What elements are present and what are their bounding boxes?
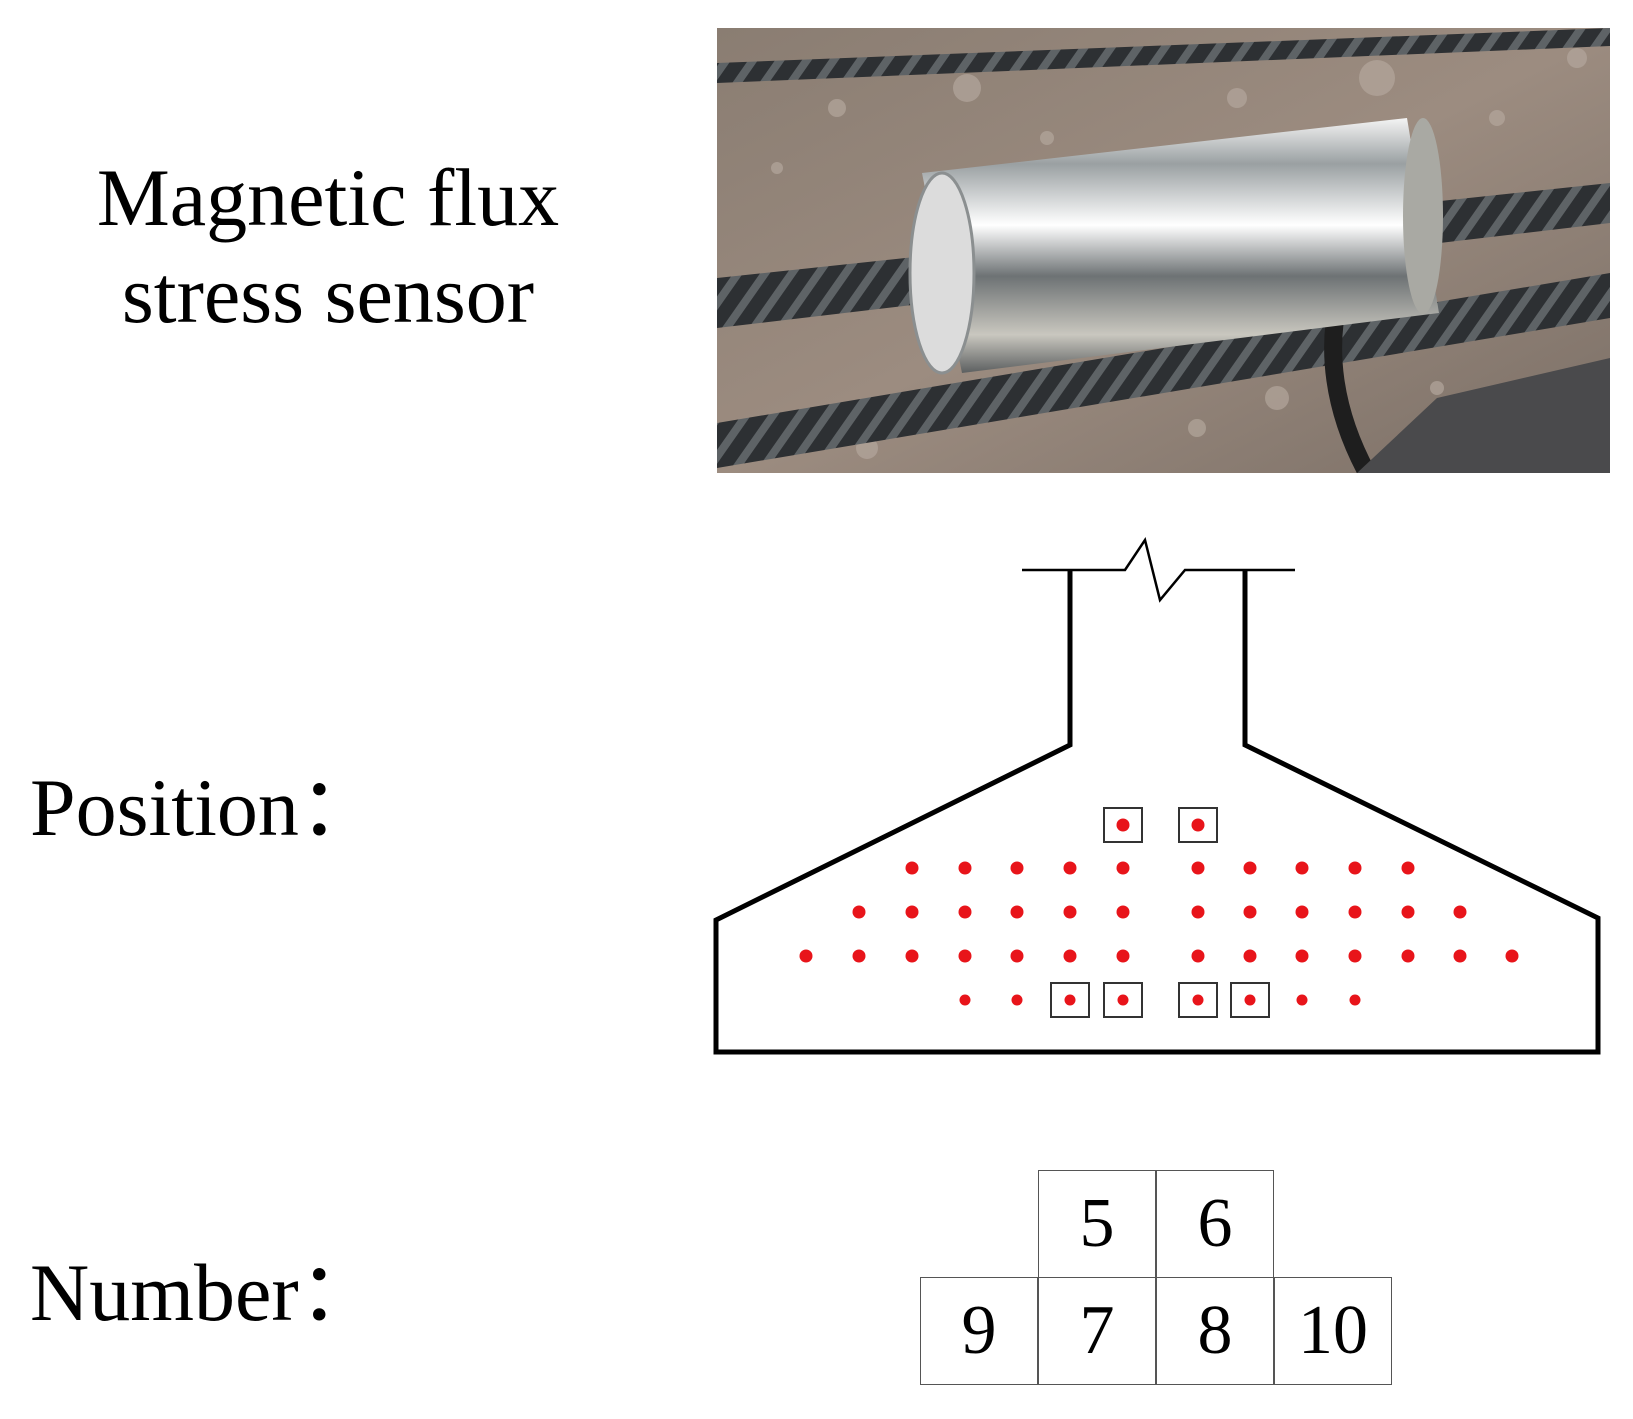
- strand-dot: [1453, 949, 1467, 963]
- strand-dot: [1191, 905, 1205, 919]
- number-cell-10: 10: [1274, 1277, 1392, 1385]
- strand-dot: [1244, 994, 1256, 1006]
- sensor-position-box: [1103, 807, 1143, 843]
- strand-dot: [1117, 994, 1129, 1006]
- strand-dot: [905, 861, 919, 875]
- position-label: Position：: [30, 762, 381, 853]
- strand-dot: [1401, 949, 1415, 963]
- strand-dot: [1010, 905, 1024, 919]
- sensor-position-box: [1103, 982, 1143, 1018]
- number-cell-8: 8: [1156, 1277, 1274, 1385]
- strand-dot: [1401, 861, 1415, 875]
- strand-dot: [1295, 905, 1309, 919]
- strand-dot: [1116, 949, 1130, 963]
- strand-dot: [1348, 861, 1362, 875]
- strand-dot: [1348, 949, 1362, 963]
- strand-dot: [852, 905, 866, 919]
- strand-dot: [1348, 905, 1362, 919]
- strand-dot: [1116, 905, 1130, 919]
- strand-dot: [799, 949, 813, 963]
- strand-dot: [958, 949, 972, 963]
- strand-dot: [1191, 861, 1205, 875]
- number-cell-7: 7: [1038, 1277, 1156, 1385]
- strand-dot: [1010, 861, 1024, 875]
- strand-dot: [958, 861, 972, 875]
- strand-dot: [1064, 994, 1076, 1006]
- sensor-position-box: [1178, 807, 1218, 843]
- strand-dot: [1063, 949, 1077, 963]
- strand-dot: [1191, 949, 1205, 963]
- strand-dot: [1243, 861, 1257, 875]
- strand-dot: [1505, 949, 1519, 963]
- strand-dot: [959, 994, 971, 1006]
- section-outline: [713, 570, 1601, 1055]
- number-cell-9: 9: [920, 1277, 1038, 1385]
- strand-dot: [905, 949, 919, 963]
- break-line: [1022, 536, 1295, 603]
- strand-dot: [1295, 861, 1309, 875]
- sensor-box-group: [1050, 807, 1270, 1018]
- strand-dot: [1296, 994, 1308, 1006]
- strand-dot: [1116, 861, 1130, 875]
- strand-dot: [1116, 818, 1130, 832]
- strand-dot: [1453, 905, 1467, 919]
- sensor-position-box: [1230, 982, 1270, 1018]
- strand-dot: [1192, 994, 1204, 1006]
- strand-dot-group: [799, 818, 1519, 1006]
- sensor-position-box: [1050, 982, 1090, 1018]
- strand-dot: [1063, 905, 1077, 919]
- sensor-position-box: [1178, 982, 1218, 1018]
- sensor-photo: [717, 28, 1610, 473]
- number-label: Number：: [30, 1247, 381, 1338]
- strand-dot: [1010, 949, 1024, 963]
- strand-dot: [1401, 905, 1415, 919]
- strand-dot: [1063, 861, 1077, 875]
- strand-dot: [1191, 818, 1205, 832]
- strand-dot: [1295, 949, 1309, 963]
- number-cell-6: 6: [1156, 1170, 1274, 1278]
- strand-dot: [1011, 994, 1023, 1006]
- strand-dot: [1243, 949, 1257, 963]
- sensor-label: Magnetic flux stress sensor: [96, 152, 560, 340]
- strand-dot: [905, 905, 919, 919]
- strand-dot: [958, 905, 972, 919]
- strand-dot: [1349, 994, 1361, 1006]
- strand-dot: [852, 949, 866, 963]
- number-cell-5: 5: [1038, 1170, 1156, 1278]
- strand-dot: [1243, 905, 1257, 919]
